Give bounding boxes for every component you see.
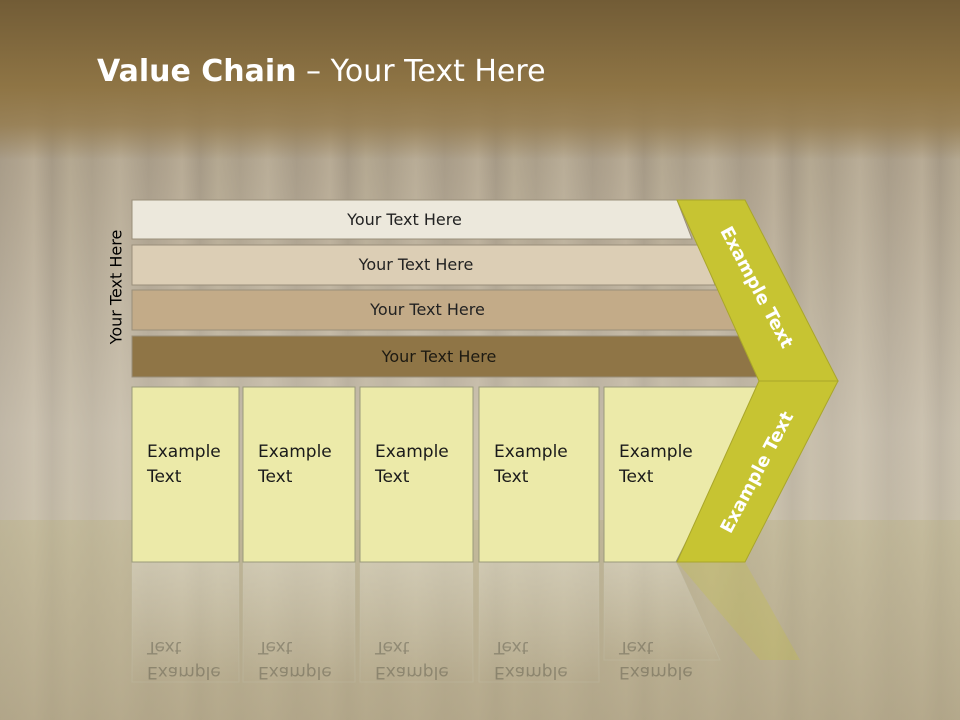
box-group [131,386,761,563]
row-group [131,199,762,378]
value-chain-row-1 [131,199,693,240]
activity-box-label-1: Example Text [147,442,221,487]
title-rest-part: – Your Text Here [296,54,546,89]
activity-box-reflection-label-5: Example Text [619,637,693,682]
activity-box-1 [131,386,240,563]
row-label-4: Your Text Here [381,346,497,366]
chevron-reflection [677,562,800,660]
activity-box-reflection-label-3: Example Text [375,637,449,682]
activity-box-label-2: Example Text [258,442,332,487]
row-label-1: Your Text Here [347,209,462,229]
activity-box-label-4: Example Text [494,442,568,487]
row-label-2: Your Text Here [358,255,474,274]
activity-box-reflection-label-4: Example Text [494,637,568,682]
activity-box-4 [478,386,600,563]
activity-box-label-5: Example Text [619,442,693,487]
row-label-3: Your Text Here [370,300,485,319]
reflection-group [131,561,800,683]
chevron-lower-arm [676,380,839,563]
activity-box-reflection-label-2: Example Text [258,637,332,682]
activity-box-3 [359,386,474,563]
title-bold-part: Value Chain [97,54,297,89]
activity-box-reflection-label-1: Example Text [147,637,221,682]
slide-title: Value Chain – Your Text Here [97,54,546,89]
title-banner [0,0,960,160]
chevron-group [676,199,839,563]
activity-box-2 [242,386,356,563]
activity-box-reflection-4 [478,561,600,683]
activity-box-label-3: Example Text [375,442,449,487]
